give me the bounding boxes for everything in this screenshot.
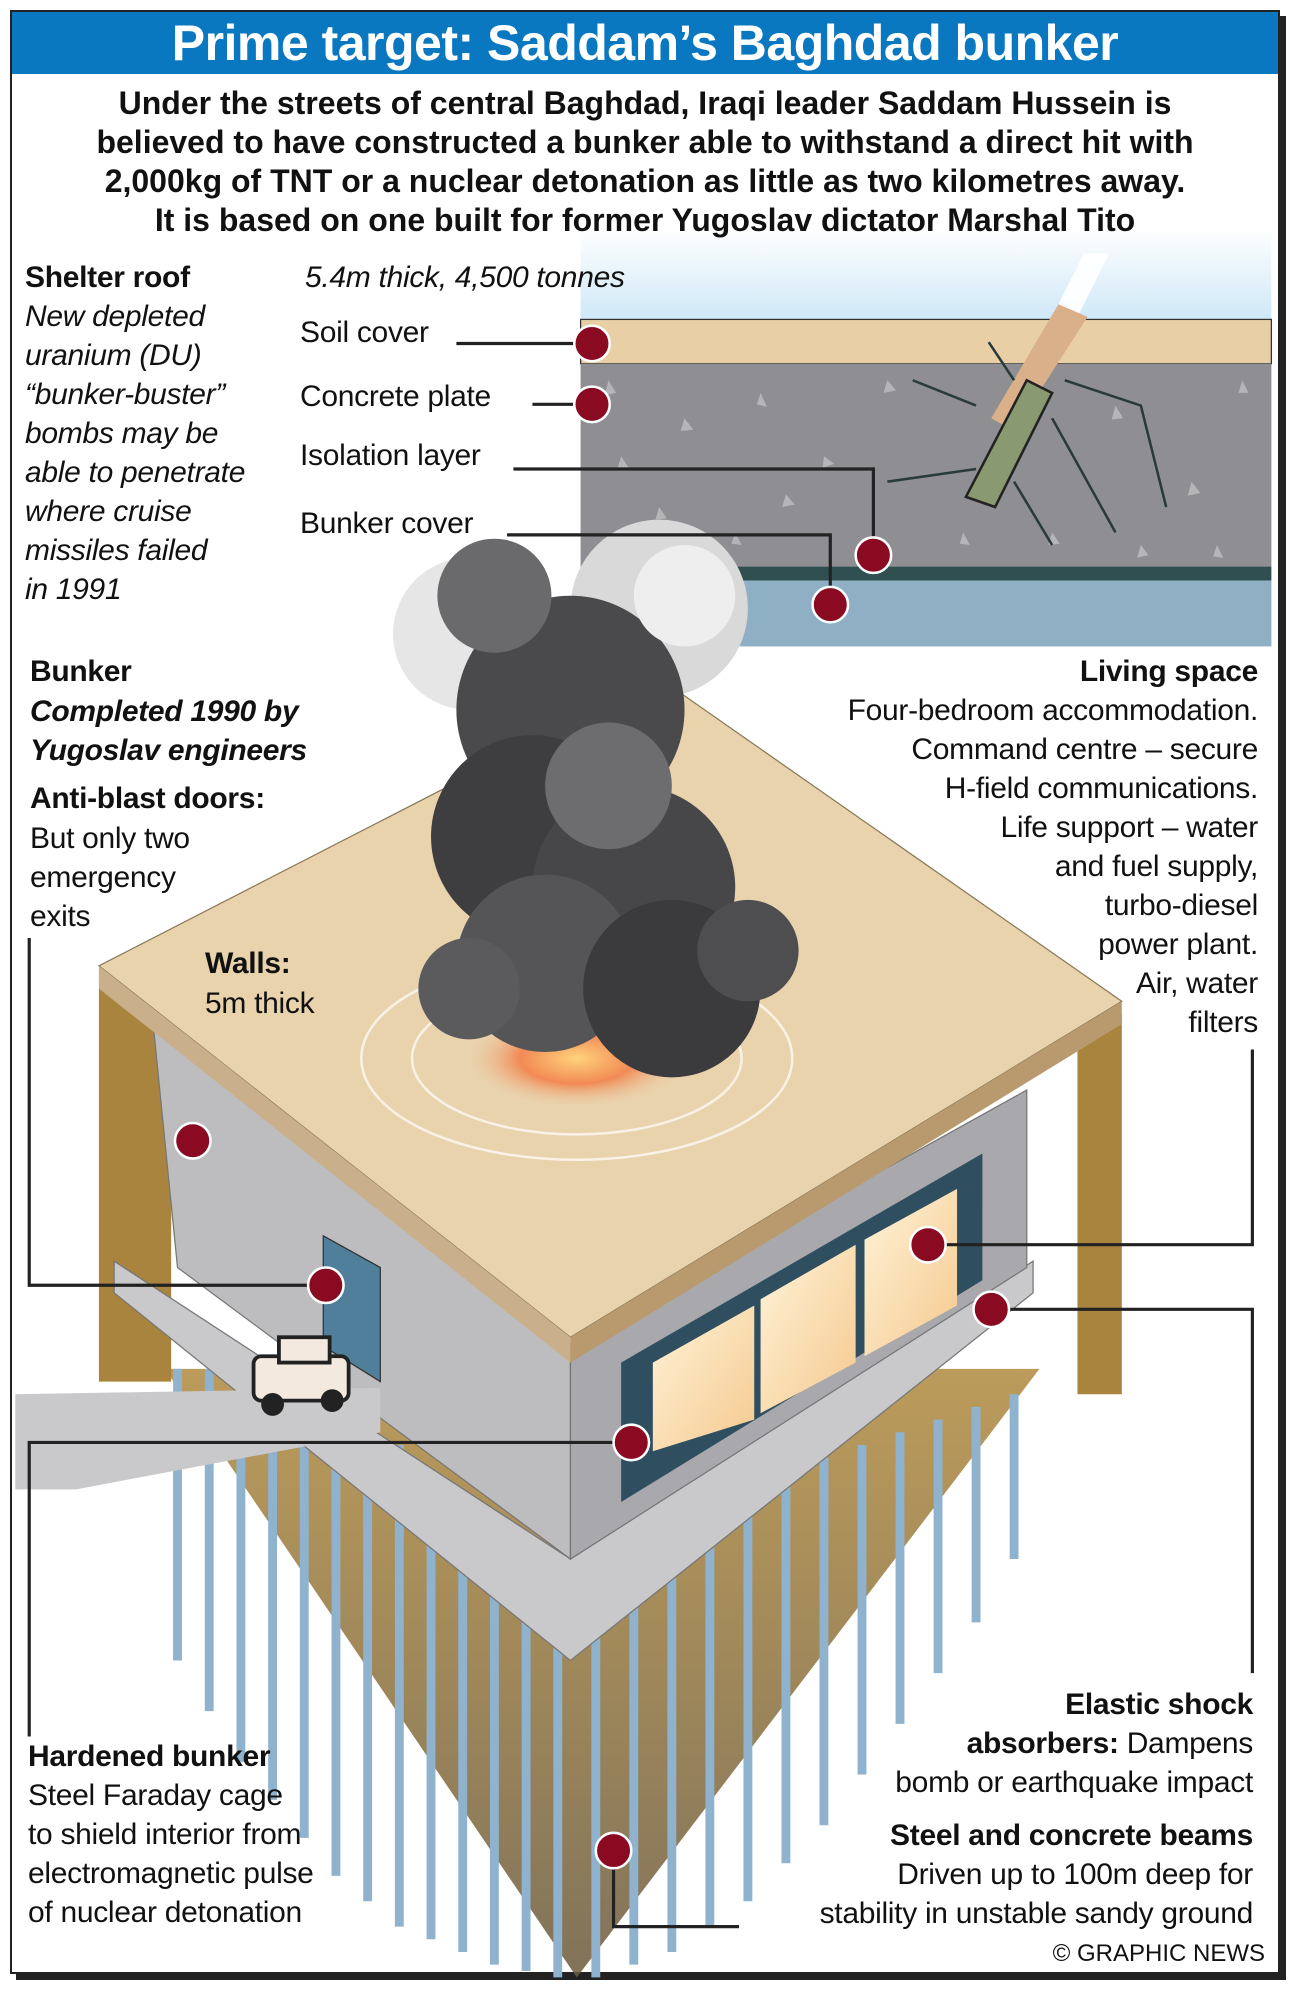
living-space-windows [621, 1153, 983, 1503]
intro-line: Under the streets of central Baghdad, Ir… [118, 85, 1172, 121]
hardened-bunker-heading: Hardened bunker [28, 1740, 271, 1773]
text-line: Dampens [1118, 1727, 1254, 1760]
label-soil-cover: Soil cover [300, 316, 429, 349]
bunker-text: Completed 1990 by Yugoslav engineers [30, 692, 307, 770]
elastic-shock-heading-2: absorbers: [966, 1727, 1119, 1760]
text-line: filters [1188, 1006, 1258, 1039]
callout-pins [173, 324, 1011, 1870]
text-line: and fuel supply, [1054, 850, 1258, 883]
explosion-smoke [392, 519, 799, 1078]
text-line: in 1991 [25, 573, 122, 606]
living-space-heading: Living space [1079, 655, 1258, 688]
text-line: H-field communications. [944, 772, 1259, 805]
elastic-shock-heading: Elastic shock [1065, 1688, 1253, 1721]
leader-lines [27, 341, 1254, 1929]
walls-heading: Walls: [205, 947, 291, 980]
text-line: where cruise [25, 495, 192, 528]
text-line: Command centre – secure [911, 733, 1258, 766]
text-line: exits [30, 900, 91, 933]
doors-heading: Anti-blast doors: [30, 782, 265, 815]
text-line: Driven up to 100m deep for [897, 1858, 1253, 1891]
intro-text: Under the streets of central Baghdad, Ir… [12, 84, 1278, 240]
elastic-shock-text: Elastic shock absorbers: Dampens bomb or… [895, 1685, 1253, 1802]
steel-beams [164, 1368, 1040, 1978]
hardened-bunker-text: Hardened bunker Steel Faraday cage to sh… [28, 1737, 314, 1932]
page-title: Prime target: Saddam’s Baghdad bunker [12, 12, 1278, 74]
shelter-roof-text: New depleted uranium (DU) “bunker-buster… [25, 297, 245, 609]
text-line: Steel Faraday cage [28, 1779, 283, 1812]
text-line: Completed 1990 by [30, 695, 299, 728]
text-line: turbo-diesel [1104, 889, 1258, 922]
doors-text: But only two emergency exits [30, 819, 190, 936]
text-line: Four-bedroom accommodation. [847, 694, 1259, 727]
label-concrete-plate: Concrete plate [300, 380, 491, 413]
credit: © GRAPHIC NEWS [1052, 1940, 1265, 1967]
text-line: missiles failed [25, 534, 208, 567]
text-line: electromagnetic pulse [28, 1857, 314, 1890]
text-line: But only two [30, 822, 190, 855]
shelter-roof-heading: Shelter roof [25, 261, 190, 294]
text-line: power plant. [1098, 928, 1258, 961]
label-bunker-cover: Bunker cover [300, 507, 474, 540]
intro-line: believed to have constructed a bunker ab… [96, 124, 1194, 160]
text-line: of nuclear detonation [28, 1896, 302, 1929]
text-line: uranium (DU) [25, 339, 202, 372]
text-line: “bunker-buster” [25, 378, 226, 411]
text-line: emergency [30, 861, 176, 894]
text-line: Air, water [1135, 967, 1258, 1000]
text-line: bombs may be [25, 417, 219, 450]
intro-line: It is based on one built for former Yugo… [154, 202, 1136, 238]
living-space-text: Living space Four-bedroom accommodation.… [847, 652, 1259, 1042]
shelter-roof-spec: 5.4m thick, 4,500 tonnes [305, 261, 625, 294]
text-line: Yugoslav engineers [30, 734, 307, 767]
text-line: to shield interior from [28, 1818, 302, 1851]
jeep-icon [251, 1335, 351, 1416]
beams-heading: Steel and concrete beams [890, 1819, 1253, 1852]
intro-line: 2,000kg of TNT or a nuclear detonation a… [104, 163, 1186, 199]
label-isolation-layer: Isolation layer [300, 439, 481, 472]
text-line: New depleted [25, 300, 205, 333]
text-line: able to penetrate [25, 456, 246, 489]
bunker-heading: Bunker [30, 655, 132, 688]
walls-text: 5m thick [205, 987, 315, 1020]
text-line: Life support – water [1000, 811, 1259, 844]
beams-text: Steel and concrete beams Driven up to 10… [819, 1816, 1254, 1933]
text-line: bomb or earthquake impact [895, 1766, 1253, 1799]
text-line: stability in unstable sandy ground [819, 1897, 1254, 1930]
